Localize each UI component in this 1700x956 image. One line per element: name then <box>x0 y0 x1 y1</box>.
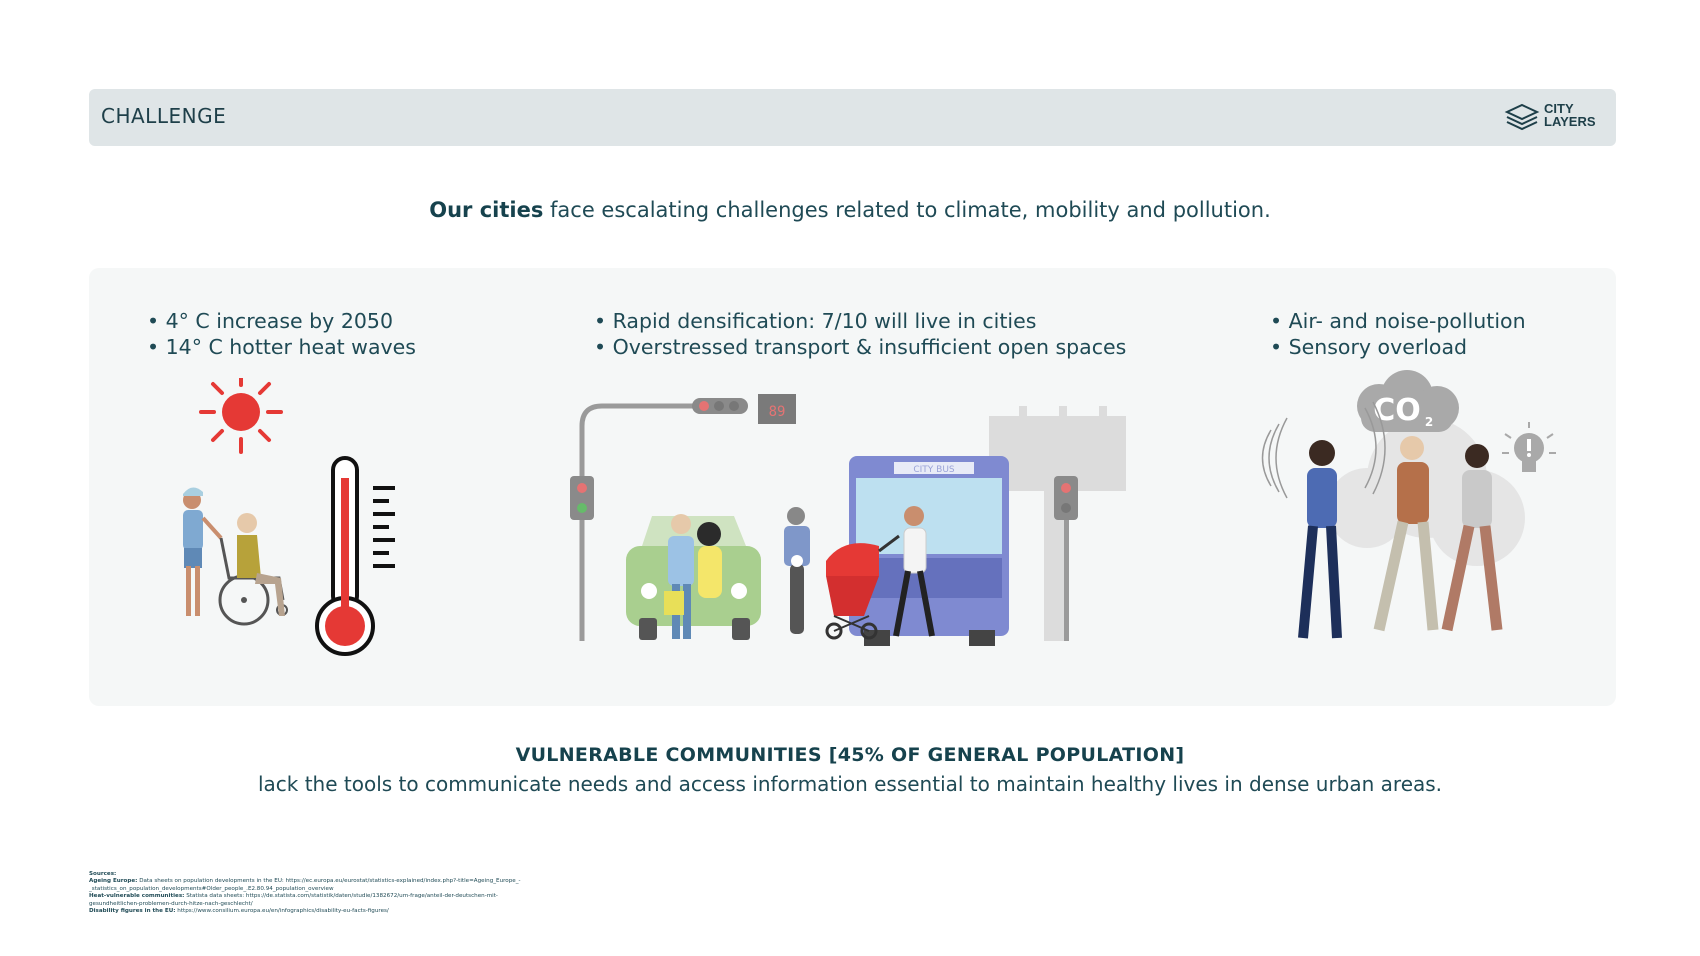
climate-bullets: 4° C increase by 2050 14° C hotter heat … <box>147 308 416 360</box>
old-man-icon <box>1373 436 1439 632</box>
intro-bold: Our cities <box>429 198 544 222</box>
conclusion-title: VULNERABLE COMMUNITIES [45% OF GENERAL P… <box>515 744 1185 766</box>
traffic-light-right-icon <box>1054 476 1078 641</box>
source-text: Data sheets on population developments i… <box>89 878 521 892</box>
challenges-panel: 4° C increase by 2050 14° C hotter heat … <box>89 268 1616 706</box>
source-item: Ageing Europe: Data sheets on population… <box>89 878 529 893</box>
alert-bulb-icon <box>1502 422 1556 472</box>
header-bar: CHALLENGE CITY LAYERS <box>89 89 1616 146</box>
co2-subscript: 2 <box>1425 415 1433 429</box>
woman-with-stroller-icon <box>893 506 935 637</box>
bullet-item: 14° C hotter heat waves <box>147 334 416 360</box>
source-item: Disability figures in the EU: https://ww… <box>89 908 529 915</box>
sun-icon <box>199 378 283 454</box>
layers-icon <box>1504 103 1540 131</box>
bullet-item: Air- and noise-pollution <box>1270 308 1526 334</box>
climate-illustration <box>183 378 395 656</box>
co2-label: CO <box>1373 393 1421 428</box>
source-key: Ageing Europe: <box>89 878 138 885</box>
intro-statement: Our cities face escalating challenges re… <box>0 198 1700 222</box>
section-title: CHALLENGE <box>101 104 227 128</box>
sources-footnote: Sources: Ageing Europe: Data sheets on p… <box>89 871 529 915</box>
source-text: Statista data sheets: https://de.statist… <box>89 893 498 907</box>
bullet-item: Sensory overload <box>1270 334 1526 360</box>
city-layers-logo: CITY LAYERS <box>1504 102 1600 134</box>
source-item: Heat-vulnerable communities: Statista da… <box>89 893 529 908</box>
noise-waves-icon <box>1261 401 1386 499</box>
pollution-illustration: CO 2 <box>1261 370 1556 639</box>
bullet-item: Overstressed transport & insufficient op… <box>594 334 1127 360</box>
logo-line-2: LAYERS <box>1544 114 1596 129</box>
wheelchair-icon <box>218 513 288 626</box>
thermometer-icon <box>315 456 395 656</box>
sources-heading: Sources: <box>89 871 117 877</box>
intro-rest: face escalating challenges related to cl… <box>543 198 1271 222</box>
car-icon <box>626 516 761 640</box>
logo-line-1: CITY <box>1544 101 1574 116</box>
bullet-item: Rapid densification: 7/10 will live in c… <box>594 308 1126 334</box>
man-covering-mouth-icon <box>1441 444 1503 632</box>
logo-text: CITY LAYERS <box>1544 102 1596 128</box>
mobility-illustration: 89 CITY BUS <box>570 394 1126 646</box>
source-key: Heat-vulnerable communities: <box>89 893 185 900</box>
mobility-bullets: Rapid densification: 7/10 will live in c… <box>594 308 1127 360</box>
bus-sign: CITY BUS <box>913 465 955 475</box>
bullet-item: 4° C increase by 2050 <box>147 308 416 334</box>
traffic-light-icon: 89 <box>570 394 796 641</box>
couple-icon <box>664 514 722 639</box>
woman-pushing-wheelchair-icon <box>183 487 223 616</box>
conclusion-text: lack the tools to communicate needs and … <box>257 772 1443 796</box>
source-key: Disability figures in the EU: <box>89 908 176 915</box>
stroller-icon <box>825 534 900 640</box>
person-covering-ears-icon <box>1298 440 1342 639</box>
source-text: https://www.consilium.europa.eu/en/infog… <box>175 908 389 915</box>
pollution-bullets: Air- and noise-pollution Sensory overloa… <box>1270 308 1526 360</box>
traffic-counter: 89 <box>769 404 786 420</box>
billboard-icon <box>989 406 1126 641</box>
motorcycle-icon <box>784 507 810 634</box>
bus-icon: CITY BUS <box>849 456 1009 646</box>
